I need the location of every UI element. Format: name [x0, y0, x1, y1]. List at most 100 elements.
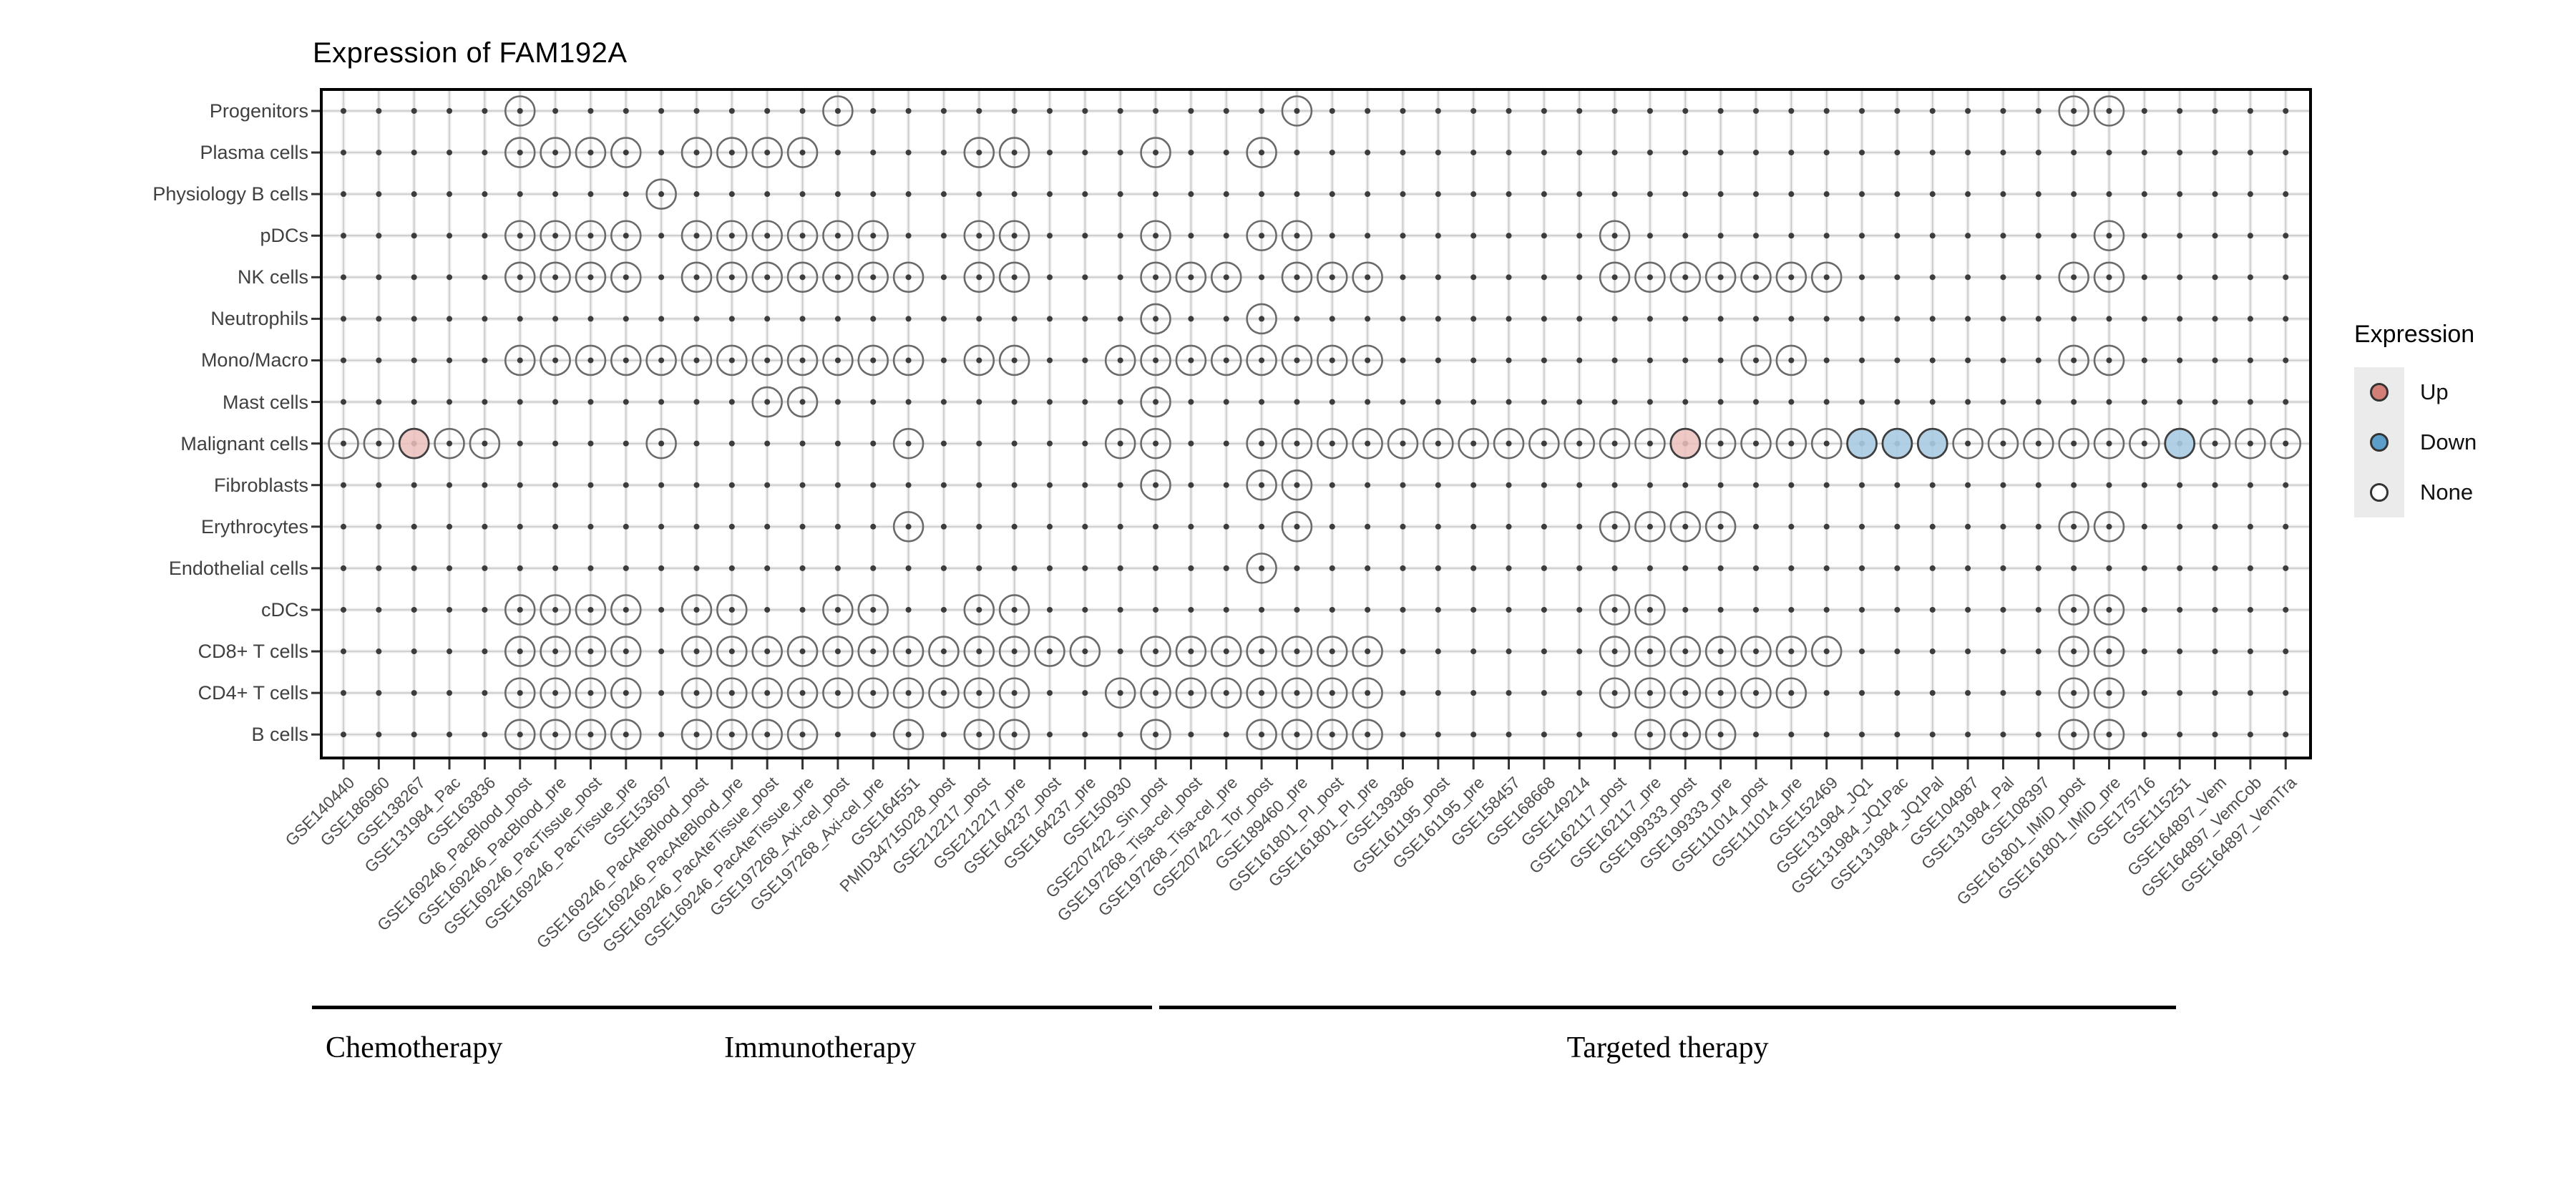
grid-dot [1929, 399, 1936, 405]
expression-dot-none [998, 220, 1030, 252]
expression-dot-none [1175, 344, 1207, 376]
expression-dot-none [575, 344, 607, 376]
grid-dot [411, 565, 417, 571]
grid-dot [2283, 233, 2289, 239]
grid-dot [1082, 690, 1088, 696]
expression-dot-none [998, 719, 1030, 750]
expression-dot-none [892, 636, 924, 667]
grid-dot [1223, 606, 1229, 613]
grid-dot [1470, 274, 1477, 281]
grid-dot [1047, 606, 1053, 613]
grid-dot [1188, 108, 1194, 114]
grid-dot [1188, 606, 1194, 613]
grid-dot [1894, 690, 1901, 696]
grid-dot [1400, 108, 1406, 114]
grid-dot [623, 150, 629, 156]
grid-dot [1788, 399, 1795, 405]
grid-dot [905, 357, 912, 364]
grid-dot [2177, 191, 2183, 198]
grid-dot [2247, 357, 2253, 364]
expression-dot-none [963, 137, 995, 168]
grid-dot [1223, 399, 1229, 405]
grid-dot [2035, 316, 2041, 322]
grid-dot [976, 316, 982, 322]
grid-dot [376, 316, 382, 322]
grid-dot [1435, 233, 1441, 239]
grid-dot [1470, 108, 1477, 114]
grid-dot [1329, 523, 1335, 530]
grid-dot [905, 523, 912, 530]
grid-dot [1435, 357, 1441, 364]
grid-dot [1365, 399, 1371, 405]
grid-dot [2177, 482, 2183, 488]
legend-item-up: Up [2354, 367, 2477, 417]
expression-legend: Expression Up Down None [2354, 321, 2477, 517]
grid-dot [1541, 565, 1547, 571]
grid-dot [870, 690, 877, 696]
grid-dot [1788, 523, 1795, 530]
grid-dot [764, 606, 771, 613]
expression-dot-none [1246, 427, 1277, 460]
grid-dot [1717, 565, 1724, 571]
grid-dot [799, 191, 806, 198]
grid-dot [1082, 440, 1088, 447]
grid-dot [728, 399, 735, 405]
grid-dot [658, 357, 665, 364]
grid-dot [728, 233, 735, 239]
expression-dot-none [716, 261, 748, 293]
expression-dot-down [1846, 427, 1878, 460]
grid-dot [1188, 150, 1194, 156]
expression-dot-none [786, 261, 819, 293]
grid-dot [1646, 606, 1653, 613]
grid-dot [764, 440, 771, 447]
grid-dot [517, 732, 523, 738]
grid-dot [1435, 606, 1441, 613]
grid-dot [1117, 108, 1123, 114]
grid-dot [1823, 150, 1830, 156]
grid-dot [1011, 150, 1018, 156]
group-label: Immunotherapy [724, 1031, 917, 1064]
grid-dot [1965, 482, 1971, 488]
grid-dot [1823, 732, 1830, 738]
grid-dot [799, 648, 806, 655]
grid-dot [1541, 732, 1547, 738]
grid-dot [587, 482, 594, 488]
grid-dot [411, 274, 417, 281]
grid-dot [1611, 732, 1618, 738]
grid-dot [1153, 565, 1159, 571]
grid-dot [1329, 191, 1335, 198]
grid-dot [1506, 565, 1512, 571]
grid-dot [1823, 440, 1830, 447]
expression-dot-none [1669, 636, 1702, 667]
expression-dot-none [1140, 427, 1171, 460]
grid-dot [1294, 108, 1300, 114]
grid-dot [1365, 108, 1371, 114]
grid-dot [1259, 150, 1265, 156]
grid-dot [587, 648, 594, 655]
grid-dot [552, 440, 559, 447]
grid-dot [1717, 233, 1724, 239]
grid-dot [2212, 150, 2218, 156]
expression-dot-none [716, 220, 748, 252]
grid-dot [658, 233, 665, 239]
grid-dot [1223, 648, 1229, 655]
grid-dot [1894, 606, 1901, 613]
grid-dot [2177, 316, 2183, 322]
grid-dot [2247, 648, 2253, 655]
grid-dot [482, 357, 488, 364]
expression-dot-none [2093, 677, 2125, 709]
grid-dot [482, 191, 488, 198]
grid-dot [1965, 316, 1971, 322]
grid-dot [1470, 191, 1477, 198]
grid-dot [1294, 482, 1300, 488]
grid-dot [2283, 399, 2289, 405]
grid-dot [1894, 357, 1901, 364]
grid-dot [2212, 108, 2218, 114]
grid-dot [1929, 191, 1936, 198]
expression-dot-none [1140, 220, 1171, 252]
grid-dot [2141, 606, 2147, 613]
expression-dot-none [1704, 261, 1737, 293]
grid-dot [623, 648, 629, 655]
grid-dot [1611, 108, 1618, 114]
grid-dot [658, 690, 665, 696]
